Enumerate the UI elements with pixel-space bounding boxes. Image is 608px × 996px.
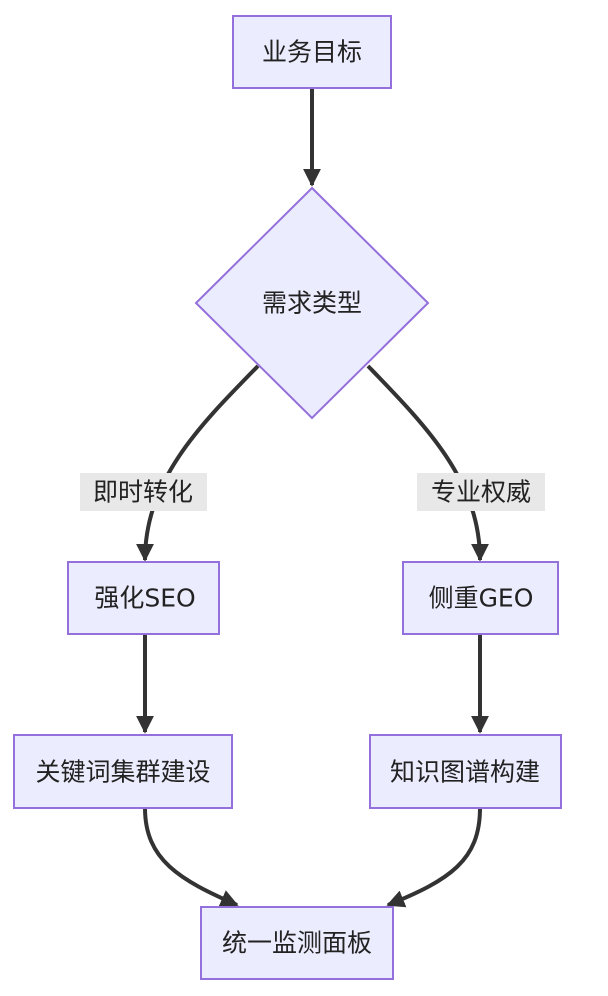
edge-label-right-text: 专业权威 bbox=[431, 478, 531, 507]
node-keyword-cluster-label: 关键词集群建设 bbox=[35, 758, 210, 787]
edge-keywords-to-monitor bbox=[143, 807, 239, 907]
node-business-goal-label: 业务目标 bbox=[262, 38, 362, 67]
node-keyword-cluster[interactable]: 关键词集群建设 bbox=[13, 734, 233, 809]
edge-demand-to-seo bbox=[136, 364, 260, 562]
node-business-goal[interactable]: 业务目标 bbox=[232, 15, 392, 89]
edge-label-left: 即时转化 bbox=[80, 473, 207, 511]
node-knowledge-graph[interactable]: 知识图谱构建 bbox=[369, 734, 562, 809]
node-unified-monitor-label: 统一监测面板 bbox=[222, 929, 372, 958]
node-focus-geo[interactable]: 侧重GEO bbox=[402, 561, 559, 635]
edge-kg-to-monitor bbox=[386, 807, 482, 908]
node-unified-monitor[interactable]: 统一监测面板 bbox=[200, 906, 394, 980]
node-strengthen-seo[interactable]: 强化SEO bbox=[67, 561, 220, 635]
node-demand-type-label: 需求类型 bbox=[262, 289, 362, 318]
node-focus-geo-label: 侧重GEO bbox=[429, 584, 534, 613]
node-strengthen-seo-label: 强化SEO bbox=[94, 584, 195, 613]
node-knowledge-graph-label: 知识图谱构建 bbox=[390, 758, 540, 787]
node-demand-type[interactable]: 需求类型 bbox=[194, 186, 430, 420]
edge-demand-to-geo bbox=[366, 364, 489, 562]
edge-label-right: 专业权威 bbox=[417, 473, 545, 511]
edge-label-left-text: 即时转化 bbox=[93, 478, 193, 507]
